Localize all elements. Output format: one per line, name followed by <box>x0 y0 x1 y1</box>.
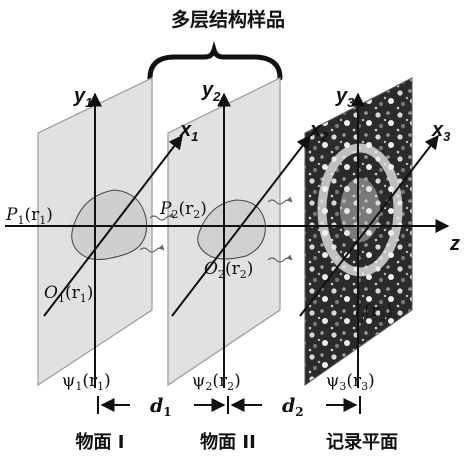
x1-axis-label: x1 <box>179 119 198 144</box>
y2-axis-label: y2 <box>201 79 221 104</box>
sample-title-text: 多层结构样品 <box>171 8 285 31</box>
plane-2-name: 物面 II <box>200 431 256 453</box>
diffraction-center <box>340 178 380 242</box>
x2-axis <box>171 134 311 317</box>
intensity-label: Ij(r3) <box>353 301 393 323</box>
x2-axis-label: x2 <box>309 119 329 144</box>
scattered-waves <box>139 196 293 263</box>
diffraction-ring <box>317 143 403 277</box>
x1-axis <box>43 134 183 317</box>
wave-arrow <box>139 244 165 253</box>
probe-1-label: P1(r1) <box>5 205 53 227</box>
wave-arrow <box>267 196 293 205</box>
y3-axis-label: y3 <box>335 85 355 110</box>
d2-label: d2 <box>282 395 304 419</box>
y1-axis-label: y1 <box>73 85 92 110</box>
x3-axis <box>299 134 439 317</box>
d1-label: d1 <box>150 395 172 419</box>
z-axis-label: z <box>449 233 460 255</box>
psi-3-label: ψ3(r3) <box>326 371 375 393</box>
sample-title: 多层结构样品 <box>147 8 285 81</box>
distance-markers: d1 d2 <box>97 395 361 419</box>
probe-2-label: P2(r2) <box>159 199 207 221</box>
wave-arrow <box>149 212 175 221</box>
psi-1-label: ψ1(r1) <box>62 371 111 393</box>
sample-brace <box>147 40 283 81</box>
plane-3-name: 记录平面 <box>326 432 398 453</box>
plane-1-name: 物面 I <box>76 431 125 453</box>
object-1-label: O1(r1) <box>44 283 93 305</box>
object-2-label: O2(r2) <box>204 259 253 281</box>
wave-arrow <box>267 254 293 263</box>
x3-axis-label: x3 <box>431 119 451 144</box>
psi-2-label: ψ2(r2) <box>192 371 241 393</box>
